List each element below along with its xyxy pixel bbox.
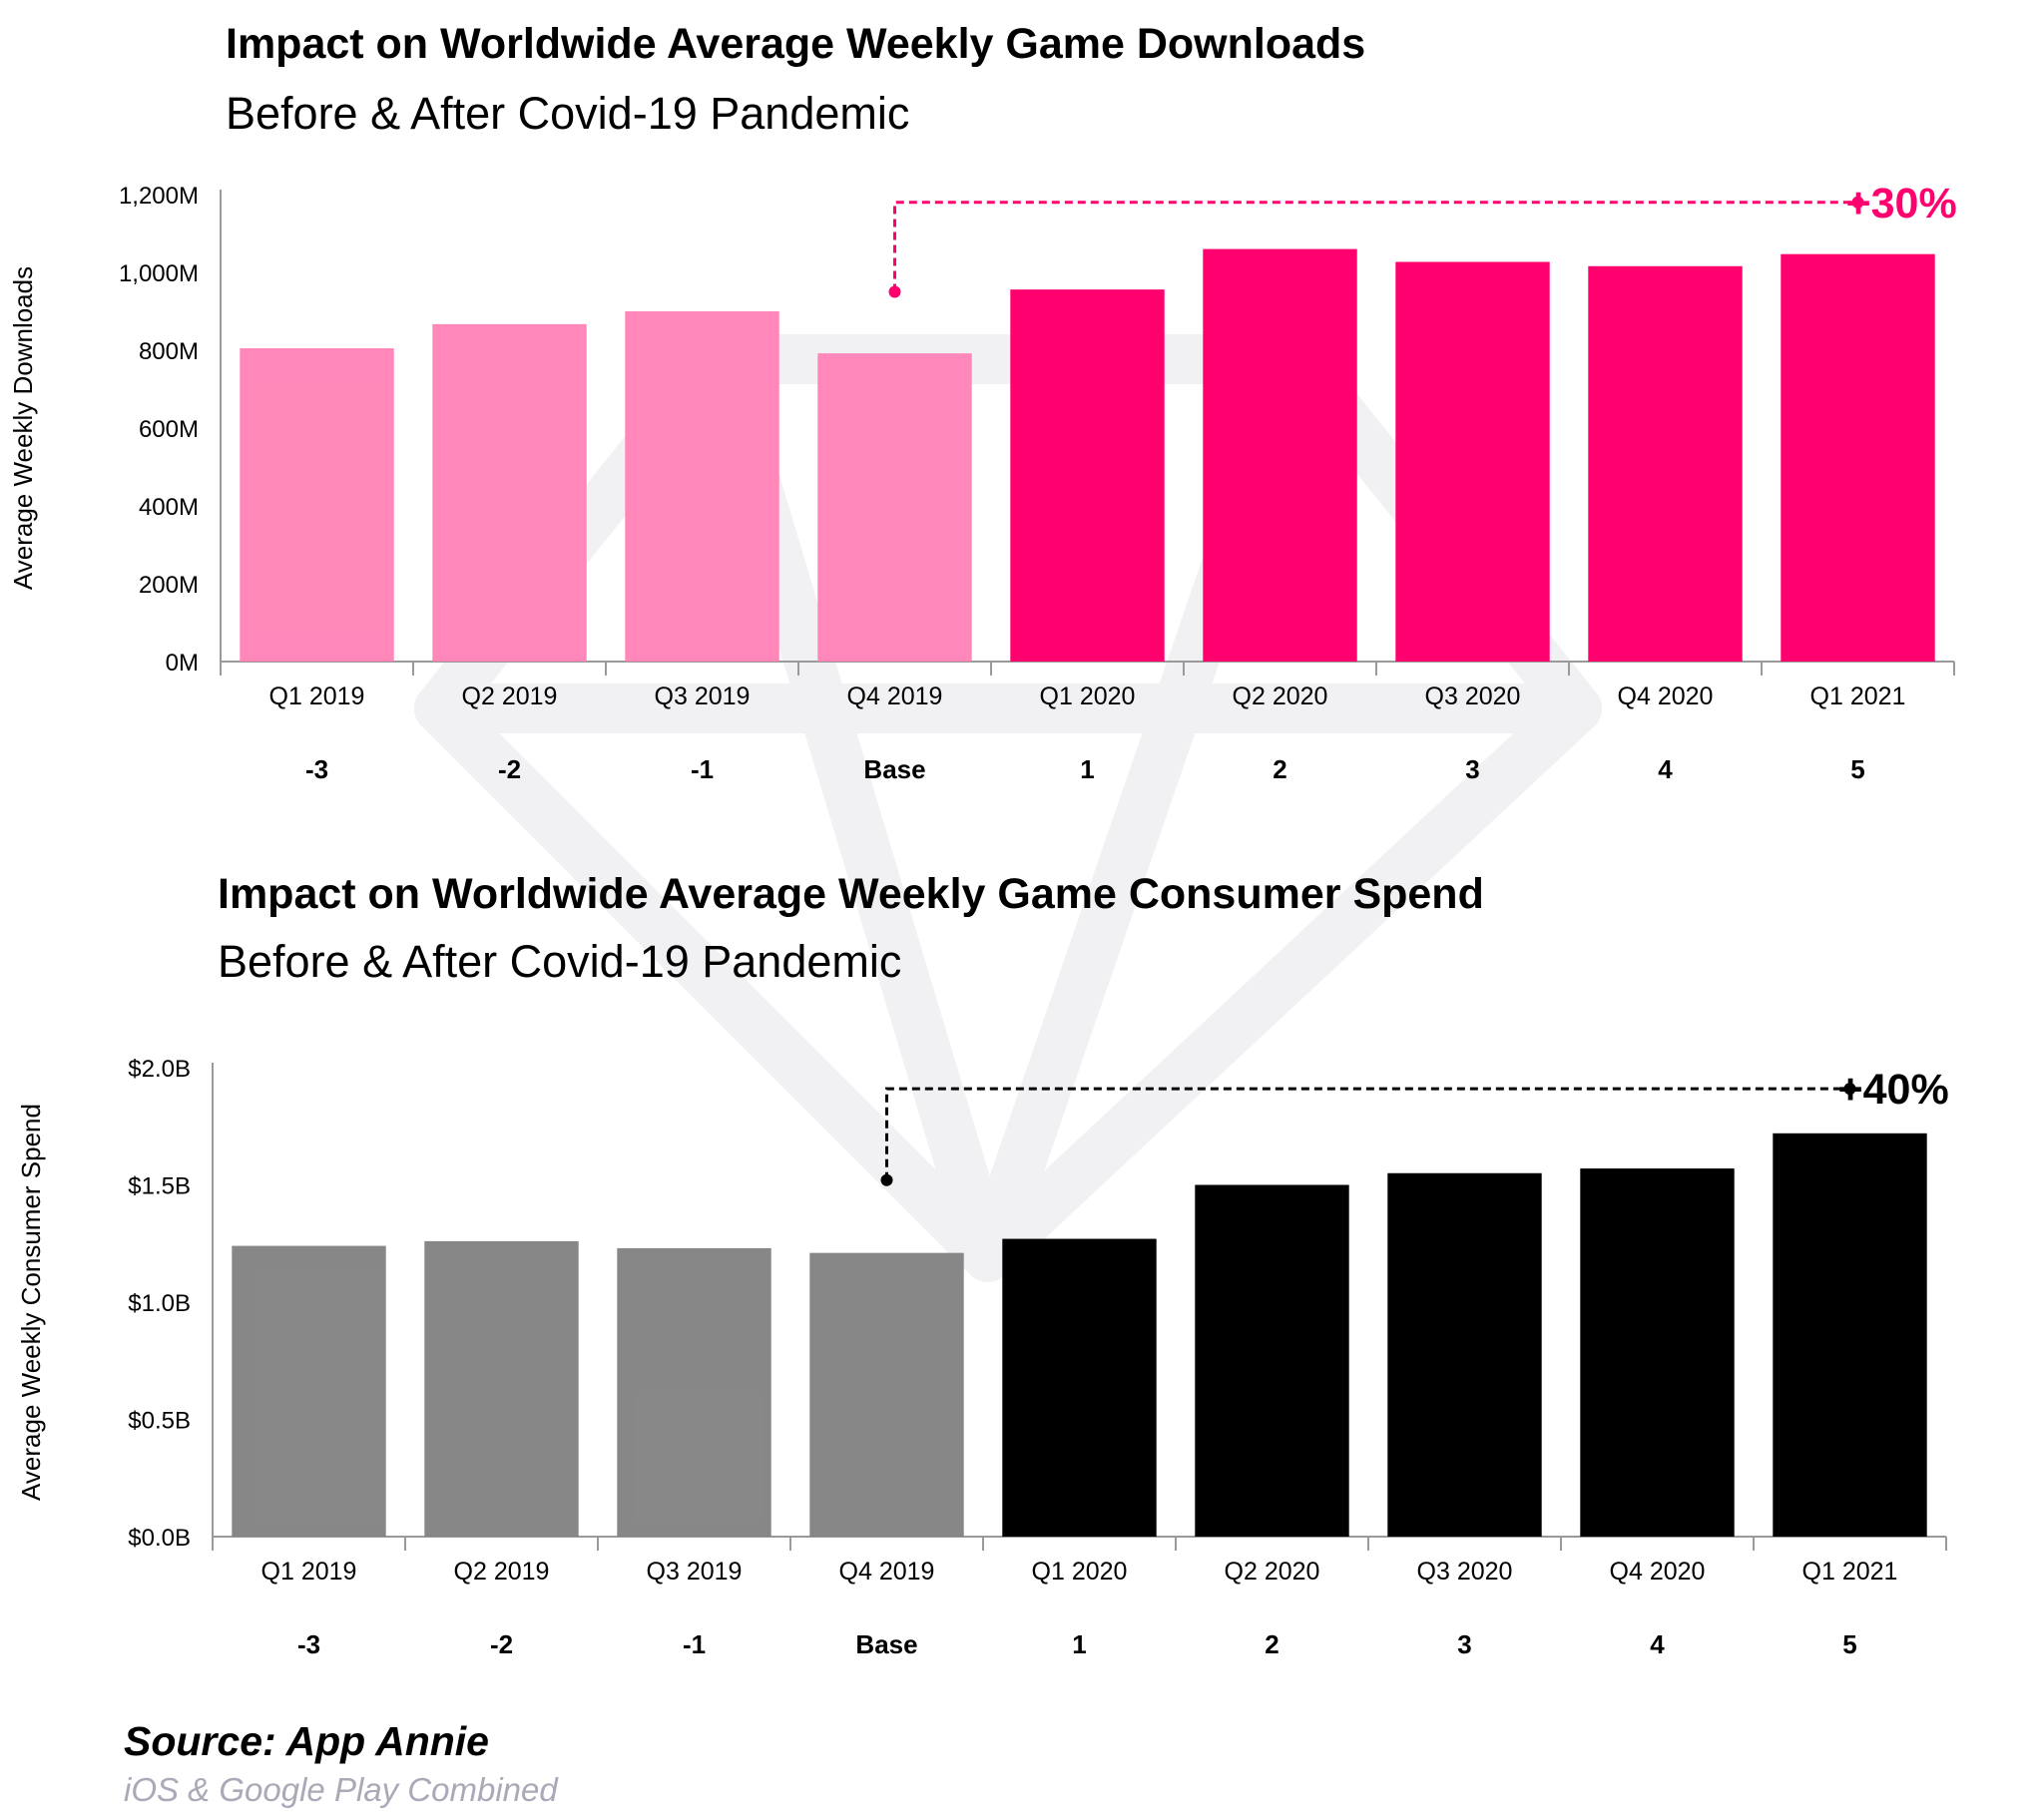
downloads-bar-chart: Average Weekly Downloads 0M 200M 400M 600M 80…	[0, 170, 2044, 808]
bar-q2-2019	[424, 1240, 579, 1537]
relative-quarter-label: -2	[498, 754, 521, 784]
bar-q3-2019	[617, 1247, 771, 1537]
relative-quarter-label: 3	[1457, 1629, 1471, 1659]
y-tick-label: $1.0B	[128, 1290, 191, 1317]
bar-q4-2019	[817, 353, 972, 662]
x-tick-label: Q1 2020	[1040, 682, 1136, 710]
growth-start-dot	[888, 285, 901, 298]
bar-q4-2019	[809, 1252, 964, 1537]
growth-start-dot	[880, 1173, 893, 1186]
x-tick-label: Q1 2021	[1802, 1558, 1898, 1586]
relative-quarter-label: 1	[1080, 754, 1094, 784]
bar-q1-2019	[240, 348, 394, 662]
growth-end-dot	[1843, 1083, 1856, 1096]
x-tick-label: Q4 2019	[839, 1558, 935, 1586]
x-tick-label: Q1 2019	[261, 1558, 357, 1586]
relative-quarter-label: 4	[1650, 1629, 1665, 1659]
x-tick-label: Q3 2020	[1417, 1558, 1513, 1586]
x-tick-label: Q2 2020	[1233, 682, 1328, 710]
bar-q4-2020	[1580, 1168, 1735, 1537]
bar-q3-2020	[1395, 261, 1550, 662]
relative-quarter-label: 5	[1850, 754, 1864, 784]
x-tick-label: Q3 2019	[647, 1558, 743, 1586]
relative-quarter-label: 1	[1072, 1629, 1086, 1659]
bar-q2-2020	[1203, 248, 1357, 662]
x-tick-label: Q4 2020	[1610, 1558, 1706, 1586]
relative-quarter-label: 4	[1658, 754, 1673, 784]
relative-quarter-label: Base	[855, 1629, 917, 1659]
x-tick-label: Q2 2020	[1225, 1558, 1320, 1586]
x-tick-label: Q1 2019	[269, 682, 365, 710]
bar-q3-2019	[625, 311, 779, 662]
spend-chart-title: Impact on Worldwide Average Weekly Game …	[218, 870, 1484, 918]
source-label: Source: App Annie	[124, 1718, 489, 1764]
spend-chart-subtitle: Before & After Covid-19 Pandemic	[218, 936, 902, 987]
bar-q1-2021	[1773, 1133, 1927, 1537]
relative-quarter-label: -1	[683, 1629, 706, 1659]
x-tick-label: Q3 2019	[655, 682, 751, 710]
x-tick-label: Q4 2020	[1618, 682, 1714, 710]
y-tick-label: 1,200M	[119, 183, 199, 210]
relative-quarter-label: Base	[863, 754, 925, 784]
bar-q1-2020	[1002, 1238, 1157, 1537]
spend-chart-svg: Average Weekly Consumer Spend $0.0B $0.5B $…	[16, 1056, 1949, 1659]
relative-quarter-label: -2	[490, 1629, 513, 1659]
growth-percentage-label: +30%	[1846, 180, 1957, 228]
y-tick-label: 200M	[139, 572, 199, 599]
y-tick-label: $1.5B	[128, 1173, 191, 1200]
x-tick-label: Q1 2021	[1810, 682, 1906, 710]
y-tick-label: $0.5B	[128, 1408, 191, 1435]
x-tick-label: Q3 2020	[1425, 682, 1521, 710]
bar-q3-2020	[1387, 1172, 1542, 1537]
bar-q1-2021	[1781, 253, 1935, 663]
y-tick-label: 400M	[139, 494, 199, 521]
relative-quarter-label: 3	[1465, 754, 1479, 784]
x-tick-label: Q4 2019	[847, 682, 943, 710]
growth-end-dot	[1851, 196, 1864, 209]
x-tick-label: Q2 2019	[454, 1558, 550, 1586]
relative-quarter-label: 5	[1842, 1629, 1856, 1659]
y-axis-label: Average Weekly Consumer Spend	[16, 1104, 46, 1501]
relative-quarter-label: -1	[691, 754, 714, 784]
relative-quarter-label: 2	[1273, 754, 1286, 784]
bar-q2-2019	[432, 323, 587, 662]
bar-q1-2020	[1010, 289, 1165, 662]
bar-q1-2019	[232, 1245, 386, 1537]
y-tick-label: 600M	[139, 416, 199, 443]
x-tick-label: Q1 2020	[1032, 1558, 1128, 1586]
x-tick-label: Q2 2019	[462, 682, 558, 710]
bar-q4-2020	[1588, 265, 1743, 662]
spend-bar-chart: Average Weekly Consumer Spend $0.0B $0.5B $…	[0, 1038, 2044, 1676]
y-tick-label: $0.0B	[128, 1525, 191, 1552]
downloads-chart-subtitle: Before & After Covid-19 Pandemic	[226, 88, 910, 139]
relative-quarter-label: -3	[305, 754, 328, 784]
growth-dashed-line	[893, 201, 1858, 292]
y-tick-label: 800M	[139, 338, 199, 365]
y-tick-label: 0M	[166, 650, 199, 677]
y-axis-label: Average Weekly Downloads	[8, 266, 38, 590]
downloads-chart-title: Impact on Worldwide Average Weekly Game …	[226, 20, 1366, 68]
y-tick-label: $2.0B	[128, 1056, 191, 1083]
downloads-chart-svg: Average Weekly Downloads 0M 200M 400M 600M 80…	[8, 180, 1957, 784]
source-note: iOS & Google Play Combined	[124, 1771, 558, 1808]
growth-percentage-label: +40%	[1838, 1066, 1949, 1114]
growth-dashed-line	[885, 1087, 1850, 1180]
relative-quarter-label: 2	[1265, 1629, 1278, 1659]
bar-q2-2020	[1195, 1184, 1349, 1537]
y-tick-label: 1,000M	[119, 260, 199, 287]
relative-quarter-label: -3	[297, 1629, 320, 1659]
